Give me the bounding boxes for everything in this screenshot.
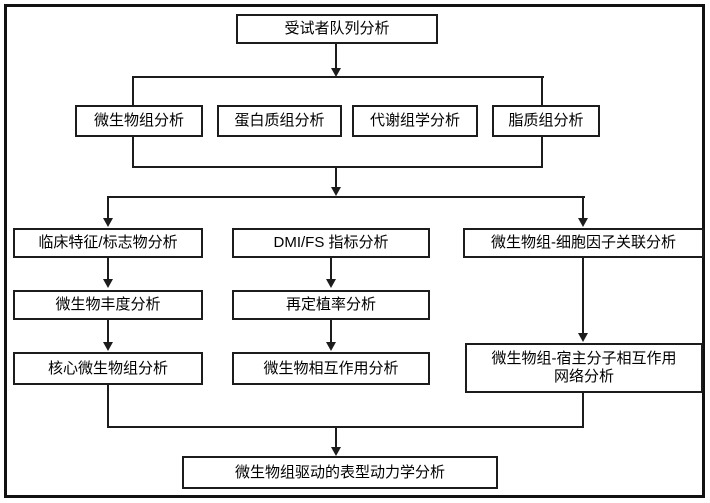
node-abundance: 微生物丰度分析 [13,290,203,320]
node-lipidome-label: 脂质组分析 [508,112,584,129]
node-proteome: 蛋白质组分析 [217,105,342,137]
node-clinical: 临床特征/标志物分析 [13,228,203,258]
edge-cytokine-network [582,258,584,333]
arrowhead-down-icon [326,342,336,351]
node-recolonization: 再定植率分析 [232,290,430,320]
node-cytokine-label: 微生物组-细胞因子关联分析 [491,234,676,251]
edge-core-down [107,384,109,428]
edge-network-down [582,392,584,428]
node-metabolome: 代谢组学分析 [352,105,478,137]
node-microbiome-label: 微生物组分析 [93,112,184,129]
node-cytokine: 微生物组-细胞因子关联分析 [463,228,704,258]
edge-phenotype-stem [335,427,337,447]
node-phenotype-label: 微生物组驱动的表型动力学分析 [234,463,445,481]
arrowhead-down-icon [331,187,341,196]
edge-to-cytokine [582,196,584,218]
edge-clinical-abundance [107,258,109,279]
bracket-columns-top [107,196,585,198]
node-lipidome: 脂质组分析 [492,105,600,137]
arrowhead-down-icon [103,342,113,351]
arrowhead-down-icon [103,279,113,288]
node-dmi-fs-label: DMI/FS 指标分析 [273,234,389,251]
node-dmi-fs: DMI/FS 指标分析 [232,228,430,258]
node-host-network-line2: 网络分析 [553,368,614,385]
edge-microbiome-down [132,136,134,168]
arrowhead-down-icon [578,333,588,342]
node-phenotype: 微生物组驱动的表型动力学分析 [182,456,498,489]
edge-abundance-core [107,320,109,342]
edge-recolonization-interaction [330,320,332,342]
node-cohort-label: 受试者队列分析 [284,20,390,37]
node-proteome-label: 蛋白质组分析 [234,112,325,129]
node-interaction: 微生物相互作用分析 [232,352,430,385]
arrowhead-down-icon [331,68,341,77]
node-host-network: 微生物组-宿主分子相互作用 网络分析 [465,343,703,393]
node-interaction-label: 微生物相互作用分析 [263,359,399,377]
edge-to-clinical [107,196,109,218]
node-metabolome-label: 代谢组学分析 [369,112,460,129]
arrowhead-down-icon [103,218,113,227]
bracket-omics-top [132,76,544,78]
node-core-microbiome-label: 核心微生物组分析 [47,359,168,377]
arrowhead-down-icon [331,447,341,456]
edge-dmi-recolonization [330,258,332,279]
edge-merge-stem [335,167,337,188]
node-core-microbiome: 核心微生物组分析 [13,352,203,385]
edge-cohort-stem [335,44,337,69]
bracket-omics-merge [132,166,543,168]
node-cohort: 受试者队列分析 [236,14,438,44]
edge-lipidome-down [541,136,543,168]
arrowhead-down-icon [578,218,588,227]
node-microbiome: 微生物组分析 [75,105,203,137]
edge-to-microbiome [132,76,134,105]
edge-to-lipidome [541,76,543,105]
node-host-network-line1: 微生物组-宿主分子相互作用 [491,350,677,367]
node-recolonization-label: 再定植率分析 [285,296,376,313]
bracket-bottom-merge [107,426,584,428]
node-clinical-label: 临床特征/标志物分析 [38,234,178,251]
arrowhead-down-icon [326,279,336,288]
node-abundance-label: 微生物丰度分析 [55,296,161,313]
